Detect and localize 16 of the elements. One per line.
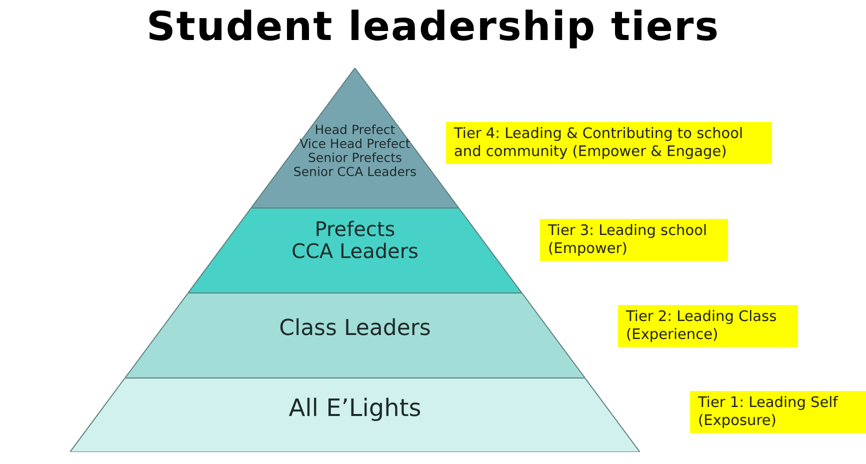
tier-member-text: Senior CCA Leaders [293,165,417,179]
tier-description-note: Tier 1: Leading Self (Exposure) [690,391,866,434]
pyramid-tier [70,378,640,452]
tier-member-text: Senior Prefects [308,151,402,165]
pyramid-tier [124,293,585,378]
pyramid-tier [188,208,522,293]
tier-member-text: Vice Head Prefect [300,137,410,151]
tier-member-text: Prefects [314,218,396,240]
tier-description-note: Tier 2: Leading Class (Experience) [618,305,798,348]
tier-member-text: All E’Lights [288,395,422,422]
tier-description-note: Tier 4: Leading & Contributing to school and community (Empower & Engage) [446,122,772,164]
diagram-title: Student leadership tiers [145,4,721,50]
tier-member-text: Head Prefect [314,123,396,137]
tier-member-text: CCA Leaders [292,240,418,263]
tier-description-note: Tier 3: Leading school (Empower) [540,219,728,262]
tier-member-text: Class Leaders [279,317,431,342]
